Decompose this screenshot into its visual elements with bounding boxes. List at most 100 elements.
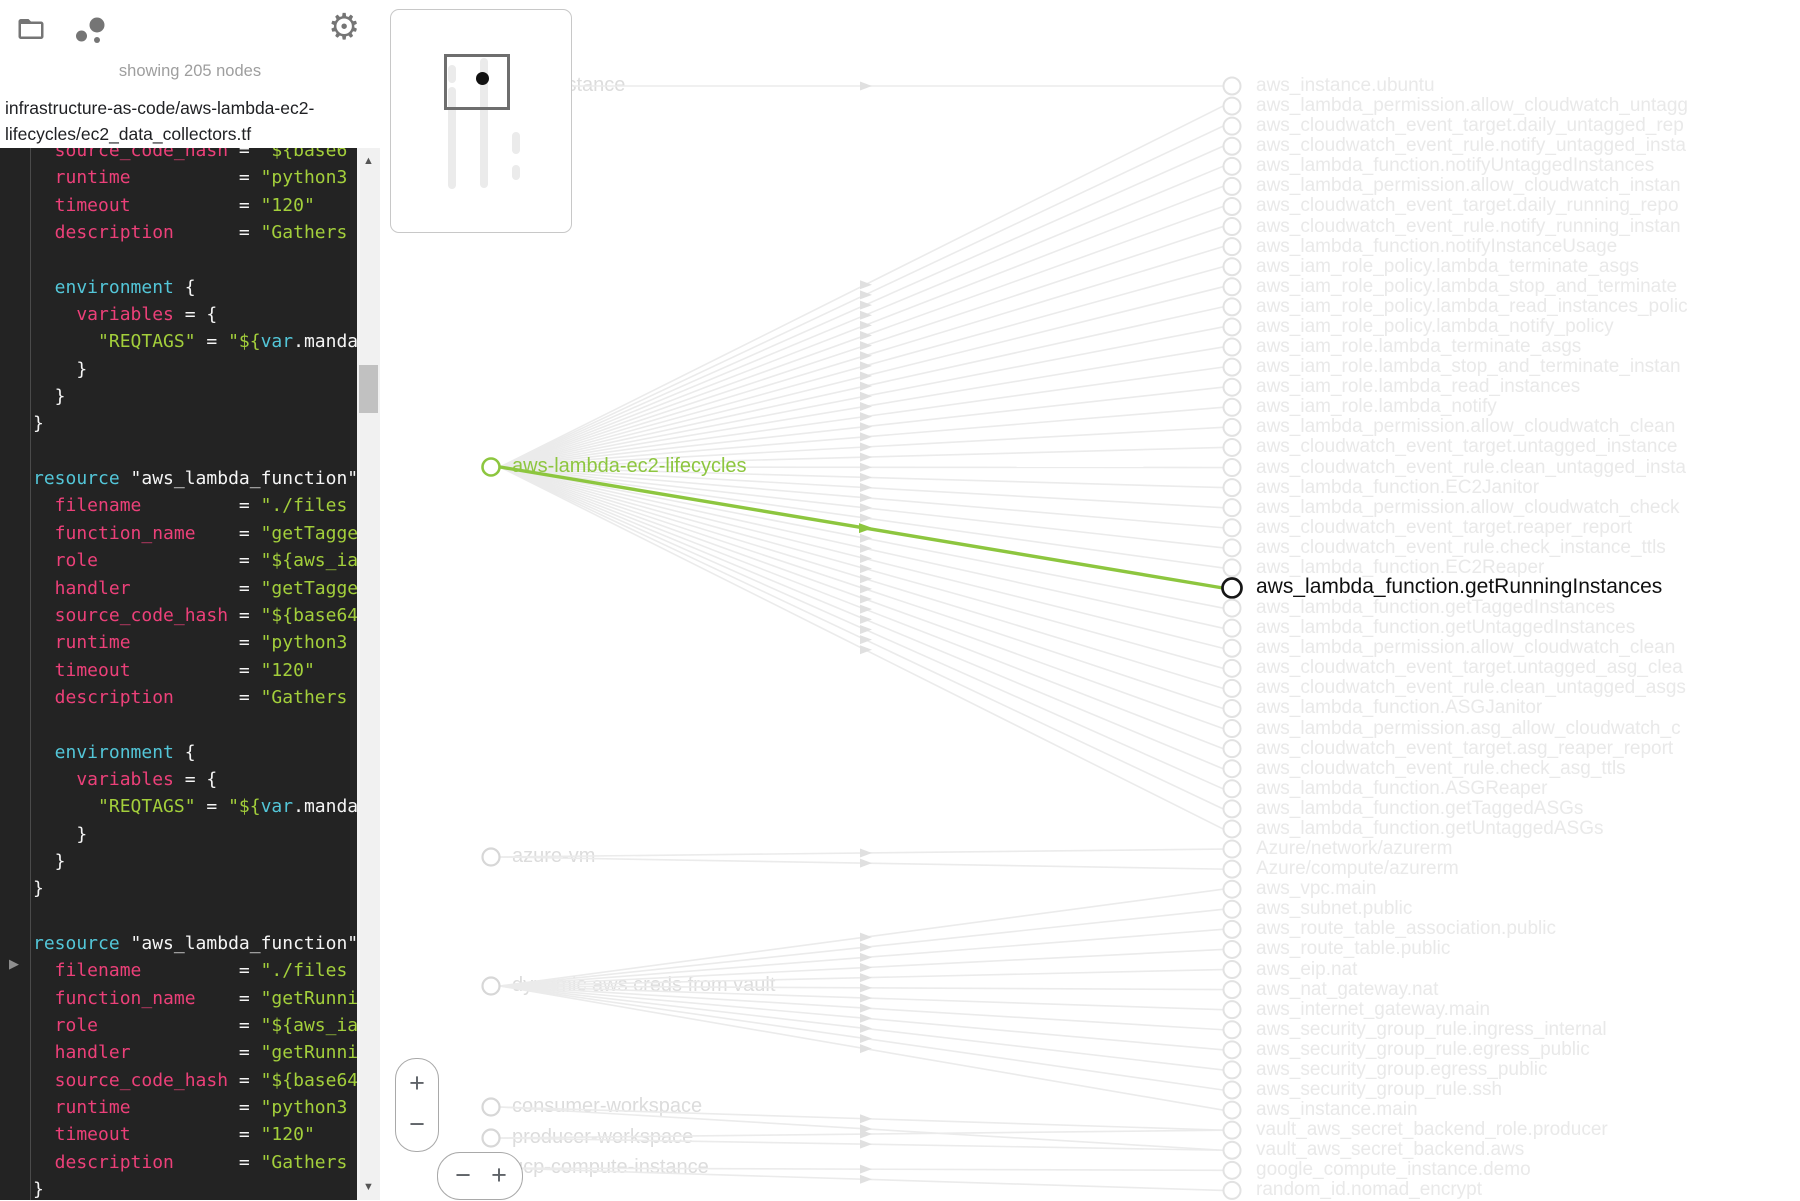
graph-nodes-icon[interactable] [72, 12, 110, 50]
edge-arrow-icon [860, 543, 872, 553]
code-line: function_name = "getRunni [33, 987, 357, 1009]
graph-node[interactable] [1222, 799, 1242, 819]
graph-node[interactable] [1222, 458, 1242, 478]
code-line [33, 903, 357, 930]
graph-node[interactable] [481, 1128, 501, 1148]
graph-node[interactable] [1222, 337, 1242, 357]
file-path: infrastructure-as-code/aws-lambda-ec2- l… [5, 95, 314, 147]
minimap-viewport[interactable] [444, 54, 510, 110]
graph-node[interactable] [1222, 196, 1242, 216]
zoom-out-button[interactable]: − [455, 1160, 471, 1190]
graph-node[interactable] [1222, 698, 1242, 718]
settings-gear-icon[interactable]: ⚙ [328, 6, 361, 47]
graph-node[interactable] [1222, 176, 1242, 196]
graph-node[interactable] [1222, 237, 1242, 257]
graph-node[interactable] [1222, 1160, 1242, 1180]
minimap-cluster-bar [480, 58, 488, 188]
graph-node[interactable] [1222, 297, 1242, 317]
edge-arrow-icon [860, 442, 872, 452]
graph-node[interactable] [1222, 1040, 1242, 1060]
graph-node[interactable] [1222, 859, 1242, 879]
graph-node[interactable] [1222, 1080, 1242, 1100]
edge-arrow-icon [860, 1013, 872, 1023]
graph-node[interactable] [1222, 618, 1242, 638]
edge-arrow-icon [860, 952, 872, 962]
graph-node[interactable] [1222, 518, 1242, 538]
graph-node-selected[interactable] [481, 457, 501, 477]
graph-node[interactable] [1222, 960, 1242, 980]
code-line [33, 438, 357, 465]
scroll-down-button[interactable]: ▼ [363, 1181, 374, 1193]
scrollbar-thumb[interactable] [359, 365, 378, 413]
zoom-in-button[interactable]: + [491, 1160, 507, 1190]
graph-node[interactable] [1222, 678, 1242, 698]
code-line: function_name = "getTagge [33, 522, 357, 544]
code-line: } [33, 1179, 44, 1200]
code-panel[interactable]: source_code_hash = "${base6 runtime = "p… [0, 148, 380, 1200]
graph-node[interactable] [1222, 478, 1242, 498]
graph-node[interactable] [1222, 498, 1242, 518]
graph-node[interactable] [1222, 217, 1242, 237]
graph-node[interactable] [481, 1097, 501, 1117]
graph-node[interactable] [1222, 257, 1242, 277]
graph-node[interactable] [1222, 719, 1242, 739]
graph-node[interactable] [1222, 397, 1242, 417]
code-line: source_code_hash = "${base64 [33, 1069, 357, 1091]
code-line: runtime = "python3 [33, 1097, 348, 1119]
folder-icon[interactable] [14, 14, 48, 44]
graph-node[interactable] [1222, 1020, 1242, 1040]
edge-arrow-icon [860, 412, 872, 422]
edge-arrow-icon [860, 381, 872, 391]
graph-node[interactable] [1222, 136, 1242, 156]
graph-node[interactable] [1222, 598, 1242, 618]
graph-node[interactable] [1222, 1120, 1242, 1140]
edge-arrow-icon [860, 848, 872, 858]
graph-node[interactable] [1222, 1060, 1242, 1080]
graph-node[interactable] [1222, 317, 1242, 337]
edge-arrow-icon [860, 462, 872, 472]
graph-node[interactable] [1222, 357, 1242, 377]
graph-node[interactable] [1222, 76, 1242, 96]
graph-node[interactable] [1222, 156, 1242, 176]
graph-node[interactable] [1222, 879, 1242, 899]
scrollbar[interactable]: ▲ ▼ [357, 148, 380, 1200]
graph-node[interactable] [1222, 538, 1242, 558]
edge-arrow-icon [860, 1129, 872, 1139]
graph-node[interactable] [1222, 980, 1242, 1000]
graph-node[interactable] [1222, 819, 1242, 839]
code-line: runtime = "python3 [33, 632, 348, 654]
graph-node[interactable] [1222, 377, 1242, 397]
graph-node[interactable] [1222, 417, 1242, 437]
graph-node[interactable] [1222, 638, 1242, 658]
graph-node[interactable] [1222, 939, 1242, 959]
code-editor: source_code_hash = "${base6 runtime = "p… [33, 148, 357, 1200]
graph-node[interactable] [1222, 658, 1242, 678]
minimap[interactable] [390, 9, 572, 233]
graph-node[interactable] [1222, 277, 1242, 297]
graph-node[interactable] [1222, 779, 1242, 799]
code-line: handler = "getTagge [33, 577, 357, 599]
graph-node-highlighted[interactable] [1221, 577, 1243, 599]
edge-arrow-icon [860, 330, 872, 340]
zoom-out-button[interactable]: − [409, 1109, 425, 1139]
edge-arrow-icon [860, 320, 872, 330]
graph-node[interactable] [1222, 899, 1242, 919]
graph-node[interactable] [1222, 919, 1242, 939]
graph-node[interactable] [1222, 558, 1242, 578]
graph-node[interactable] [481, 847, 501, 867]
graph-node[interactable] [1222, 1000, 1242, 1020]
graph-node[interactable] [1222, 1180, 1242, 1200]
minimap-cluster-bar [448, 65, 456, 83]
graph-node[interactable] [481, 976, 501, 996]
graph-node[interactable] [1222, 116, 1242, 136]
code-line: source_code_hash = "${base6 [33, 148, 348, 161]
graph-node[interactable] [1222, 739, 1242, 759]
scroll-up-button[interactable]: ▲ [363, 155, 374, 167]
graph-node[interactable] [1222, 96, 1242, 116]
graph-node[interactable] [1222, 1140, 1242, 1160]
graph-node[interactable] [1222, 1100, 1242, 1120]
zoom-in-button[interactable]: + [409, 1068, 425, 1098]
graph-node[interactable] [1222, 839, 1242, 859]
graph-node[interactable] [1222, 759, 1242, 779]
graph-node[interactable] [1222, 437, 1242, 457]
